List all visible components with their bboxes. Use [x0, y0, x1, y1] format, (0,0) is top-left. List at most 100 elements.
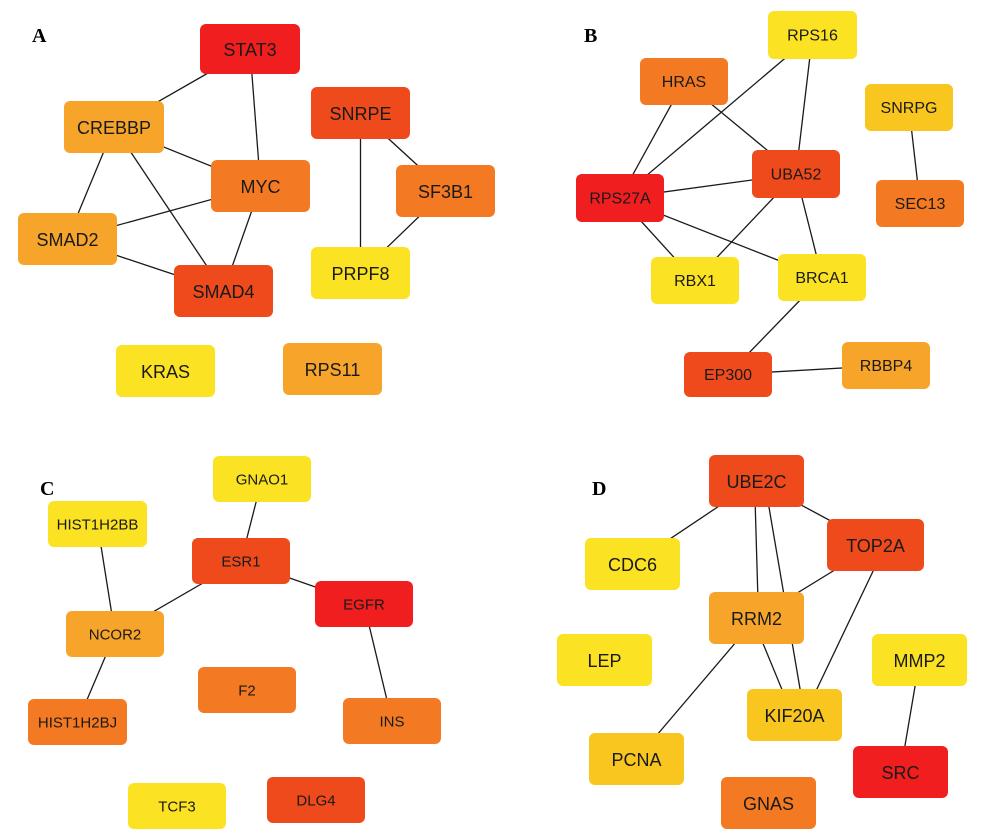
- node-box[interactable]: [721, 777, 816, 829]
- node-box[interactable]: [267, 777, 365, 823]
- node-rps27a[interactable]: RPS27A: [576, 174, 664, 222]
- node-ins[interactable]: INS: [343, 698, 441, 744]
- node-top2a[interactable]: TOP2A: [827, 519, 924, 571]
- node-rbbp4[interactable]: RBBP4: [842, 342, 930, 389]
- node-box[interactable]: [651, 257, 739, 304]
- node-label: MYC: [241, 177, 281, 197]
- node-tcf3[interactable]: TCF3: [128, 783, 226, 829]
- node-label: LEP: [587, 651, 621, 671]
- node-box[interactable]: [192, 538, 290, 584]
- node-smad2[interactable]: SMAD2: [18, 213, 117, 265]
- node-kif20a[interactable]: KIF20A: [747, 689, 842, 741]
- node-box[interactable]: [200, 24, 300, 74]
- node-label: BRCA1: [795, 270, 848, 287]
- node-box[interactable]: [557, 634, 652, 686]
- node-brca1[interactable]: BRCA1: [778, 254, 866, 301]
- node-box[interactable]: [827, 519, 924, 571]
- node-smad4[interactable]: SMAD4: [174, 265, 273, 317]
- node-rps16[interactable]: RPS16: [768, 11, 857, 59]
- node-uba52[interactable]: UBA52: [752, 150, 840, 198]
- node-sec13[interactable]: SEC13: [876, 180, 964, 227]
- node-hras[interactable]: HRAS: [640, 58, 728, 105]
- node-box[interactable]: [198, 667, 296, 713]
- node-box[interactable]: [66, 611, 164, 657]
- node-box[interactable]: [752, 150, 840, 198]
- node-cdc6[interactable]: CDC6: [585, 538, 680, 590]
- node-box[interactable]: [747, 689, 842, 741]
- node-prpf8[interactable]: PRPF8: [311, 247, 410, 299]
- node-lep[interactable]: LEP: [557, 634, 652, 686]
- node-mmp2[interactable]: MMP2: [872, 634, 967, 686]
- node-box[interactable]: [213, 456, 311, 502]
- node-box[interactable]: [311, 87, 410, 139]
- node-box[interactable]: [128, 783, 226, 829]
- node-box[interactable]: [211, 160, 310, 212]
- node-box[interactable]: [589, 733, 684, 785]
- node-hist1h2bb[interactable]: HIST1H2BB: [48, 501, 147, 547]
- node-label: PRPF8: [331, 264, 389, 284]
- node-label: TCF3: [158, 799, 196, 816]
- node-box[interactable]: [585, 538, 680, 590]
- node-myc[interactable]: MYC: [211, 160, 310, 212]
- node-label: SEC13: [895, 196, 946, 213]
- edge-crebbp-smad4: [113, 126, 225, 292]
- node-pcna[interactable]: PCNA: [589, 733, 684, 785]
- node-box[interactable]: [865, 84, 953, 131]
- node-label: MMP2: [893, 651, 945, 671]
- node-label: GNAS: [743, 794, 794, 814]
- node-box[interactable]: [396, 165, 495, 217]
- node-box[interactable]: [778, 254, 866, 301]
- node-label: SRC: [881, 763, 919, 783]
- node-box[interactable]: [64, 101, 164, 153]
- node-box[interactable]: [283, 343, 382, 395]
- node-label: HRAS: [662, 74, 706, 91]
- node-snrpg[interactable]: SNRPG: [865, 84, 953, 131]
- node-gnao1[interactable]: GNAO1: [213, 456, 311, 502]
- node-crebbp[interactable]: CREBBP: [64, 101, 164, 153]
- node-rps11[interactable]: RPS11: [283, 343, 382, 395]
- node-stat3[interactable]: STAT3: [200, 24, 300, 74]
- node-box[interactable]: [842, 342, 930, 389]
- node-box[interactable]: [876, 180, 964, 227]
- node-egfr[interactable]: EGFR: [315, 581, 413, 627]
- node-box[interactable]: [684, 352, 772, 397]
- node-kras[interactable]: KRAS: [116, 345, 215, 397]
- node-ube2c[interactable]: UBE2C: [709, 455, 804, 507]
- node-ncor2[interactable]: NCOR2: [66, 611, 164, 657]
- panel-label-d: D: [592, 478, 606, 500]
- node-box[interactable]: [853, 746, 948, 798]
- node-gnas[interactable]: GNAS: [721, 777, 816, 829]
- node-label: SNRPE: [329, 104, 391, 124]
- node-rrm2[interactable]: RRM2: [709, 592, 804, 644]
- node-box[interactable]: [28, 699, 127, 745]
- node-box[interactable]: [343, 698, 441, 744]
- node-snrpe[interactable]: SNRPE: [311, 87, 410, 139]
- node-label: SNRPG: [881, 100, 938, 117]
- node-box[interactable]: [174, 265, 273, 317]
- node-box[interactable]: [709, 592, 804, 644]
- node-ep300[interactable]: EP300: [684, 352, 772, 397]
- node-label: HIST1H2BJ: [38, 715, 117, 732]
- node-rbx1[interactable]: RBX1: [651, 257, 739, 304]
- node-label: UBE2C: [726, 472, 786, 492]
- node-box[interactable]: [315, 581, 413, 627]
- node-box[interactable]: [709, 455, 804, 507]
- node-box[interactable]: [640, 58, 728, 105]
- node-box[interactable]: [116, 345, 215, 397]
- node-dlg4[interactable]: DLG4: [267, 777, 365, 823]
- node-box[interactable]: [768, 11, 857, 59]
- node-esr1[interactable]: ESR1: [192, 538, 290, 584]
- node-box[interactable]: [48, 501, 147, 547]
- node-box[interactable]: [311, 247, 410, 299]
- node-f2[interactable]: F2: [198, 667, 296, 713]
- node-box[interactable]: [576, 174, 664, 222]
- node-box[interactable]: [18, 213, 117, 265]
- node-hist1h2bj[interactable]: HIST1H2BJ: [28, 699, 127, 745]
- node-sf3b1[interactable]: SF3B1: [396, 165, 495, 217]
- node-label: F2: [238, 683, 256, 700]
- node-src[interactable]: SRC: [853, 746, 948, 798]
- node-label: UBA52: [771, 167, 822, 184]
- node-box[interactable]: [872, 634, 967, 686]
